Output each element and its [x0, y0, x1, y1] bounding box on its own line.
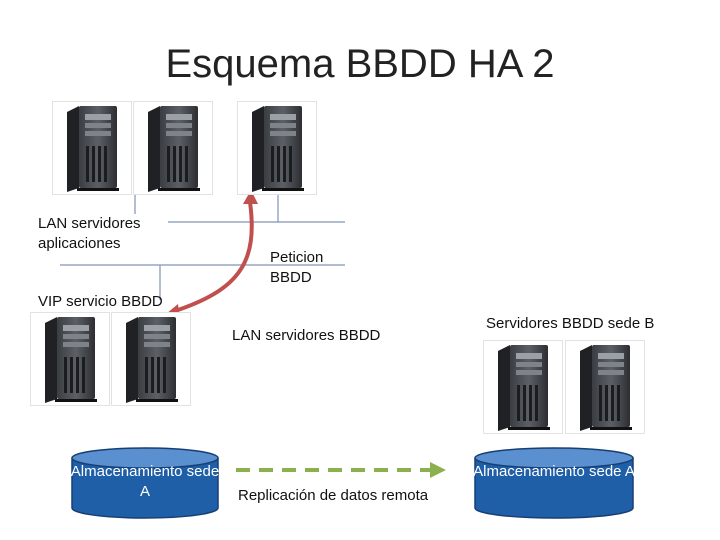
storage-sede-a: Almacenamiento sede A	[70, 446, 220, 520]
storage-b-label: Almacenamiento sede A	[473, 463, 635, 480]
app-server-3	[237, 101, 317, 195]
database-cylinder-icon	[71, 447, 219, 519]
db-server-a-1	[30, 312, 110, 406]
server-icon	[484, 341, 562, 433]
db-server-a-2	[111, 312, 191, 406]
server-icon	[112, 313, 190, 405]
lan-app-label: LAN servidores aplicaciones	[38, 214, 168, 254]
server-icon	[238, 102, 316, 194]
request-arrowhead-top	[243, 190, 258, 204]
app-server-2	[133, 101, 213, 195]
db-server-b-1	[483, 340, 563, 434]
server-icon	[31, 313, 109, 405]
storage-sede-b: Almacenamiento sede A	[473, 446, 635, 520]
page-title: Esquema BBDD HA 2	[165, 42, 555, 86]
lan-db-label: LAN servidores BBDD	[232, 327, 381, 344]
server-icon	[134, 102, 212, 194]
replication-arrowhead	[430, 462, 446, 478]
request-arrow	[171, 201, 254, 314]
server-icon	[566, 341, 644, 433]
server-icon	[53, 102, 131, 194]
app-server-1	[52, 101, 132, 195]
vip-label: VIP servicio BBDD	[38, 293, 163, 310]
db-server-b-2	[565, 340, 645, 434]
database-cylinder-icon	[474, 447, 634, 519]
servidores-b-label: Servidores BBDD sede B	[486, 315, 655, 332]
storage-a-label: Almacenamiento sede A	[70, 463, 220, 500]
peticion-label: Peticion BBDD	[270, 249, 324, 286]
replication-label: Replicación de datos remota	[238, 487, 429, 504]
